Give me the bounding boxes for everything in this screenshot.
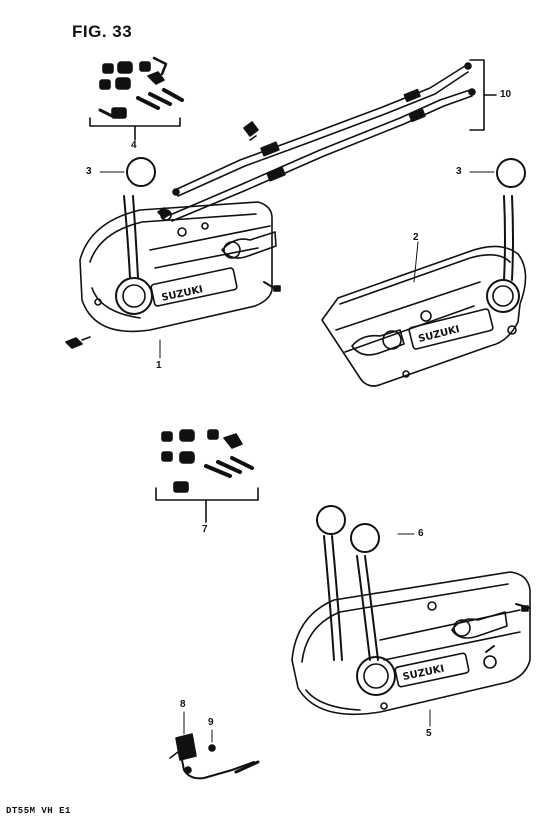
parts-kit-7 — [155, 429, 259, 523]
callout-1: 1 — [156, 360, 162, 371]
callout-10: 10 — [500, 89, 512, 100]
callout-8: 8 — [180, 699, 186, 710]
logo-suzuki-5: SUZUKI — [402, 664, 446, 684]
neutral-switch-8 — [169, 733, 260, 780]
callout-3-left: 3 — [86, 166, 92, 177]
callout-4: 4 — [131, 140, 137, 151]
model-code-footer: DT55M VH E1 — [6, 806, 71, 816]
callout-2: 2 — [413, 232, 419, 243]
callout-5: 5 — [426, 728, 432, 739]
remote-control-box-2 — [321, 158, 527, 387]
remote-control-box-1 — [65, 157, 281, 349]
callout-6: 6 — [418, 528, 424, 539]
clip-9 — [208, 744, 216, 752]
logo-suzuki-2: SUZUKI — [417, 324, 461, 345]
callout-7: 7 — [202, 524, 208, 535]
callout-3-right: 3 — [456, 166, 462, 177]
control-cables — [160, 62, 476, 222]
leader-lines — [99, 171, 495, 743]
figure-title: FIG. 33 — [72, 22, 133, 41]
callout-9: 9 — [208, 717, 214, 728]
parts-kit-4 — [89, 56, 184, 141]
dual-remote-control-box-5 — [291, 505, 531, 716]
